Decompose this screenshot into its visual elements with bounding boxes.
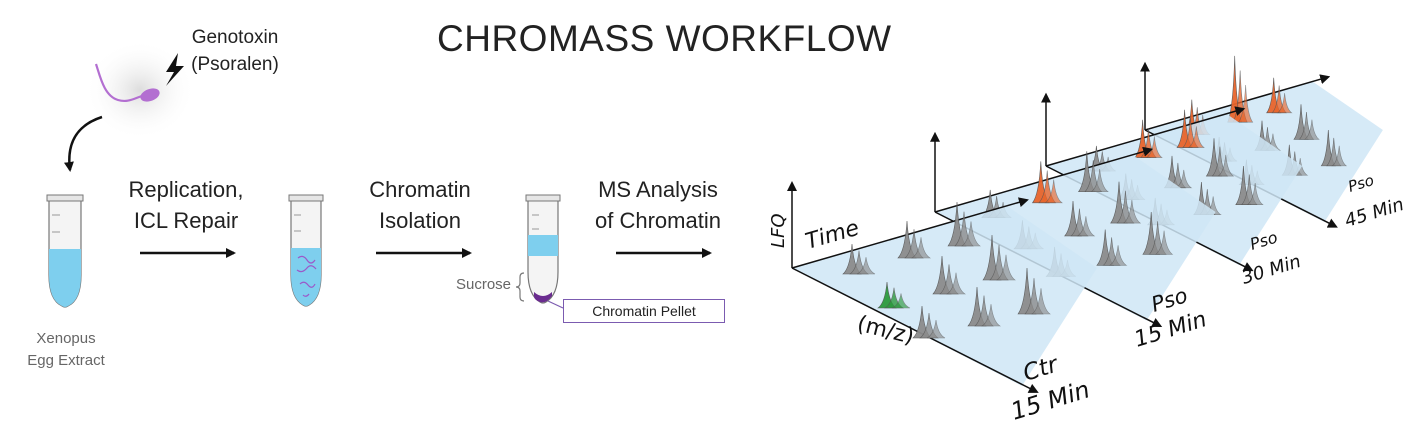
condition-pso45-time: 45 Min (1342, 194, 1406, 232)
genotoxin-name: Genotoxin (191, 27, 279, 48)
tube-replication (288, 194, 324, 307)
extract-label-line2: Egg Extract (27, 352, 105, 369)
ms-peak (1276, 93, 1293, 114)
ms-peak (961, 221, 981, 247)
step-3-line2: of Chromatin (595, 208, 721, 233)
step-ms-analysis: MS Analysis of Chromatin (588, 174, 728, 236)
ms-peak (856, 257, 876, 275)
ms-panel-2-time-axis (934, 146, 1154, 213)
ms-peak (1154, 230, 1174, 255)
step-1-line1: Replication, (128, 177, 244, 202)
step-1-line2: ICL Repair (133, 208, 239, 233)
ms-peak (1076, 216, 1096, 237)
ms-panel-3-time-axis (791, 197, 1029, 269)
step-2-line2: Isolation (379, 208, 461, 233)
ms-peak (1122, 199, 1142, 224)
ms-peak (910, 237, 932, 259)
ms-peak (945, 272, 967, 295)
ms-peak (1187, 126, 1205, 148)
ms-peak (1217, 154, 1235, 177)
ms-peak (1246, 182, 1264, 205)
step-replication: Replication, ICL Repair (118, 174, 254, 236)
condition-pso30-time: 30 Min (1239, 251, 1303, 289)
step-2-line1: Chromatin (369, 177, 471, 202)
time-axis-label: Time (803, 216, 862, 255)
ms-peak (1175, 169, 1193, 189)
ms-peak (996, 254, 1016, 281)
page-title: CHROMASS WORKFLOW (437, 18, 892, 59)
pellet-connector (547, 300, 564, 309)
sperm-icon (85, 40, 195, 140)
extract-label-line1: Xenopus (36, 330, 96, 347)
tube-egg-extract (46, 194, 84, 308)
ms-peak (926, 320, 946, 339)
ms-peak (891, 293, 911, 309)
y-axis-label: LFQ (768, 213, 789, 248)
ms-panels (787, 55, 1383, 393)
tube-isolation (525, 194, 561, 304)
ms-peak (1090, 169, 1109, 193)
extract-label: Xenopus Egg Extract (20, 328, 112, 372)
ms-panel-3-mz-axis (791, 267, 1039, 393)
sucrose-brace (515, 272, 525, 302)
genotoxin-label: Genotoxin (Psoralen) (180, 24, 290, 78)
sucrose-label: Sucrose (456, 276, 512, 293)
ms-peak (1108, 245, 1128, 266)
step-isolation: Chromatin Isolation (352, 174, 488, 236)
ms-peak (980, 304, 1002, 327)
ms-peak (1303, 119, 1320, 140)
curved-arrow (63, 115, 103, 172)
ms-panel-2 (935, 154, 1216, 321)
ms-panel-3 (792, 206, 1097, 386)
ms-peak (1031, 288, 1051, 315)
ms-peak (1044, 179, 1063, 204)
genotoxin-compound: (Psoralen) (191, 54, 279, 75)
ms-panel-1-time-axis (1045, 106, 1246, 167)
lightning-icon (166, 53, 184, 86)
chromatin-pellet-label: Chromatin Pellet (563, 299, 725, 323)
step-3-line1: MS Analysis (598, 177, 718, 202)
ms-peak (1331, 145, 1348, 167)
